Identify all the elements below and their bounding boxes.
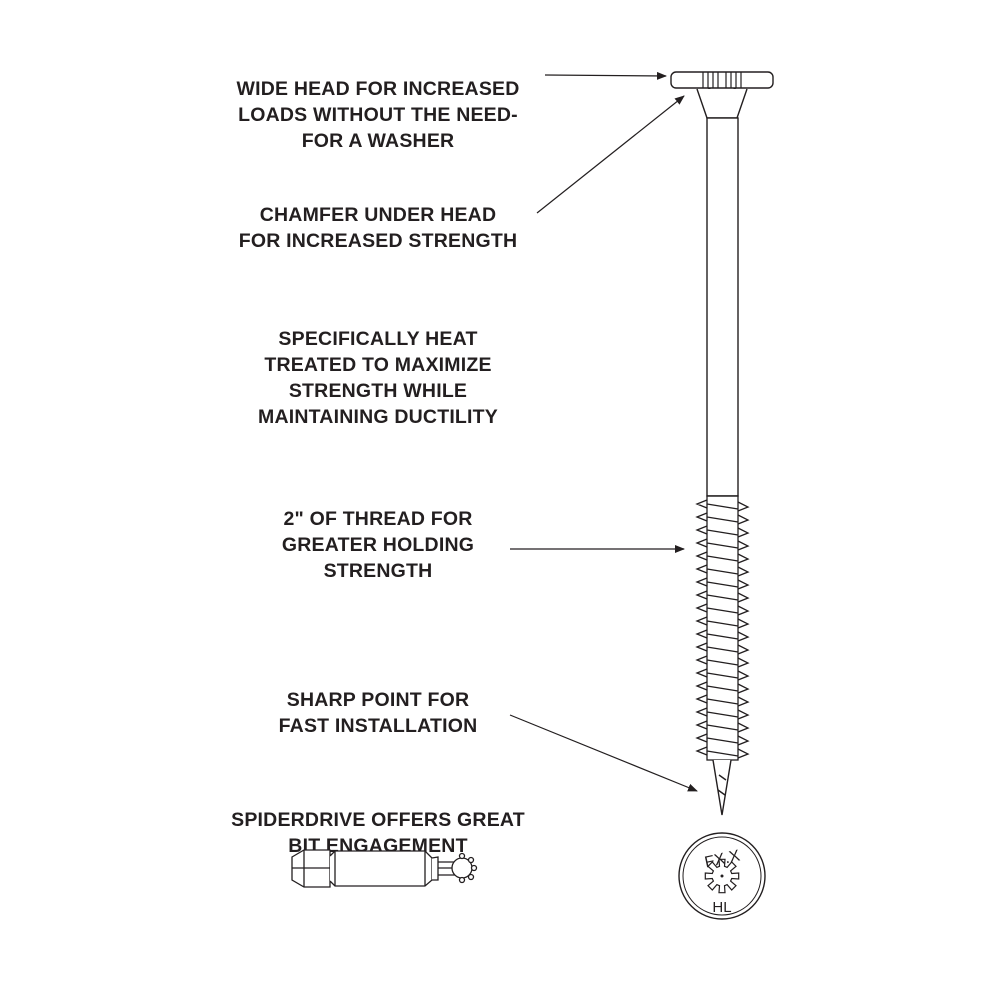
callout-line: MAINTAINING DUCTILITY — [258, 406, 498, 428]
arrow-chamfer — [536, 95, 685, 214]
callout-line: FOR INCREASED STRENGTH — [238, 230, 518, 252]
callout-line: GREATER HOLDING — [281, 534, 475, 556]
callout-sharp-point: SHARP POINT FOR FAST INSTALLATION — [218, 687, 538, 739]
head-marking-bottom: HL — [712, 899, 731, 916]
thread-ridges — [695, 495, 750, 759]
callout-line: LOADS WITHOUT THE NEED- — [238, 104, 518, 126]
callout-line: CHAMFER UNDER HEAD — [259, 204, 497, 226]
screw-head-top-view: FX.X HL — [678, 832, 766, 920]
arrow-sharp-point — [509, 714, 698, 792]
driver-bit-icon — [291, 849, 478, 888]
callout-line: FAST INSTALLATION — [278, 715, 478, 737]
callout-line: STRENGTH WHILE — [288, 380, 468, 402]
callout-thread: 2" OF THREAD FOR GREATER HOLDING STRENGT… — [218, 506, 538, 584]
callout-line: STRENGTH — [323, 560, 433, 582]
callout-line: SHARP POINT FOR — [286, 689, 470, 711]
callout-line: SPIDERDRIVE OFFERS GREAT — [231, 809, 525, 831]
callout-line: WIDE HEAD FOR INCREASED — [236, 78, 520, 100]
arrow-wide-head — [544, 71, 667, 80]
callout-line: FOR A WASHER — [301, 130, 455, 152]
callout-line: TREATED TO MAXIMIZE — [264, 354, 492, 376]
thread-lines — [706, 503, 739, 757]
callout-line: SPECIFICALLY HEAT — [278, 328, 478, 350]
callout-wide-head: WIDE HEAD FOR INCREASED LOADS WITHOUT TH… — [218, 76, 538, 154]
screw-icon — [670, 71, 774, 816]
callout-heat-treated: SPECIFICALLY HEAT TREATED TO MAXIMIZE ST… — [218, 326, 538, 430]
callout-line: 2" OF THREAD FOR — [283, 508, 473, 530]
spiderdrive-recess-icon — [704, 858, 740, 894]
callout-chamfer: CHAMFER UNDER HEAD FOR INCREASED STRENGT… — [218, 202, 538, 254]
